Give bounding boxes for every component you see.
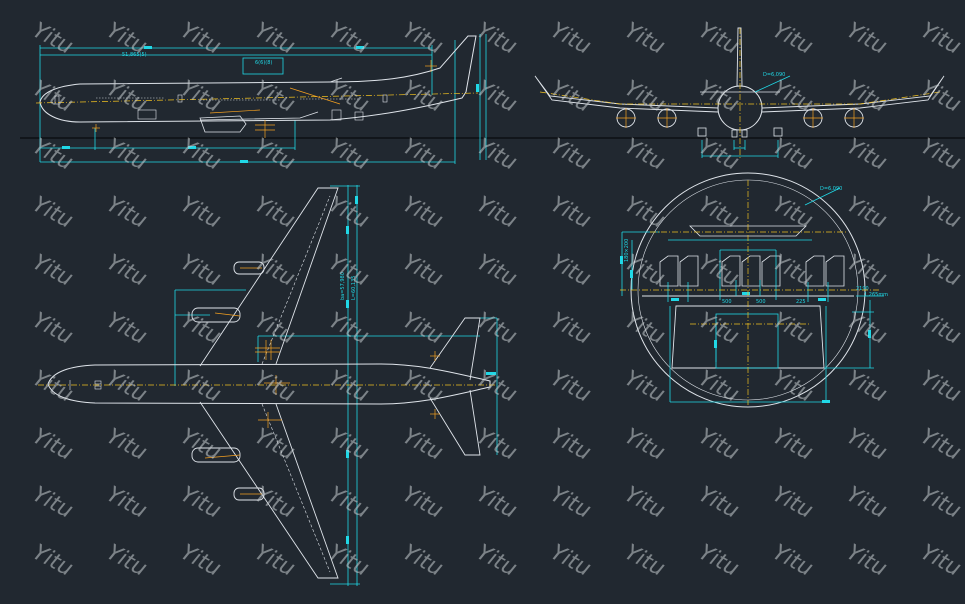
top-fuselage (47, 363, 491, 405)
side-overall-length-label: 51,865(5) (122, 52, 147, 58)
side-height-label: 6(6)(8) (255, 60, 272, 66)
front-view: D=6,090 (534, 27, 945, 160)
section-aisle-right-label: 500 (756, 299, 766, 305)
top-wings (199, 187, 339, 579)
side-view: 51,865(5) 6(6)(8) (35, 34, 487, 164)
front-wing-centerline (539, 91, 941, 105)
section-cargo-container (715, 313, 779, 369)
side-wing (199, 111, 319, 121)
section-height-label-1: 2190 (856, 286, 869, 292)
cross-section-view: D=6,090 180×200 500 500 225 2190 1,265mm (620, 172, 888, 408)
front-engine-marks (616, 108, 864, 128)
section-seats (659, 255, 845, 287)
side-centerline (35, 92, 479, 104)
side-windows (54, 94, 388, 121)
top-view: ba=57,980 L=60,135 (38, 185, 498, 586)
top-wing-flaps (261, 195, 331, 573)
section-aisle-left-label: 500 (722, 299, 732, 305)
section-floor-offset-label: 225 (796, 299, 806, 305)
side-engine (199, 115, 247, 133)
side-dimension-ticks (62, 46, 479, 163)
side-fuselage (39, 35, 477, 123)
front-wings (534, 75, 945, 113)
top-hatch-marks (204, 267, 440, 495)
top-horizontal-tail (429, 317, 481, 456)
top-length-label: L=60,135 (351, 276, 357, 300)
front-dimension-lines (701, 75, 791, 158)
top-wingspan-label: ba=57,980 (340, 272, 346, 300)
section-overhead-bins (689, 225, 807, 237)
section-seat-pitch-label: 180×200 (624, 239, 630, 262)
section-diameter-label: D=6,090 (820, 186, 842, 192)
front-landing-gear (697, 127, 783, 138)
top-dimension-lines (174, 185, 498, 586)
section-dimension-ticks (620, 256, 871, 403)
section-dimension-lines (621, 187, 884, 403)
top-dimension-ticks (346, 196, 496, 544)
front-diameter-label: D=6,090 (763, 72, 785, 78)
top-nose-details (69, 380, 102, 390)
side-dimension-lines (39, 34, 487, 164)
section-height-label-2: 1,265mm (864, 292, 888, 298)
front-vertical-tail (736, 27, 743, 87)
top-engines (191, 261, 265, 501)
side-hatch-marks (92, 60, 437, 138)
